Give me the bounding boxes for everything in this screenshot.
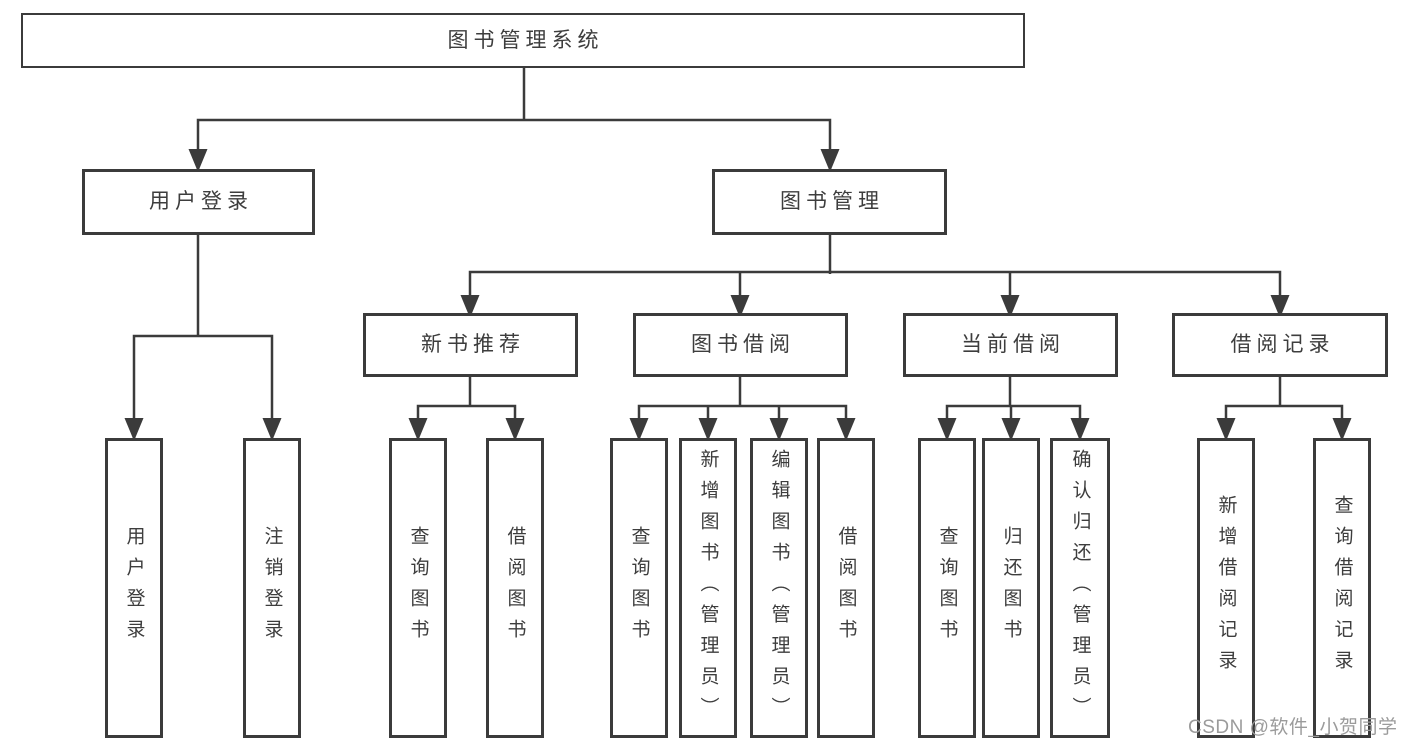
node-borrow-records-label: 借阅记录 <box>1230 333 1335 357</box>
leaf-confirm-return-admin-label: 确认归还（管理员） <box>1069 448 1091 728</box>
leaf-logout: 注销登录 <box>243 438 301 738</box>
leaf-query-books-current-label: 查询图书 <box>936 526 958 650</box>
leaf-query-books-borrow-label: 查询图书 <box>628 526 650 650</box>
node-library-system-label: 图书管理系统 <box>447 28 604 52</box>
node-user-login-label: 用户登录 <box>149 190 253 214</box>
node-book-borrow-label: 图书借阅 <box>691 333 795 357</box>
leaf-borrow-books: 借阅图书 <box>817 438 875 738</box>
leaf-query-books-current: 查询图书 <box>918 438 976 738</box>
leaf-borrow-books-recommend: 借阅图书 <box>486 438 544 738</box>
leaf-return-books: 归还图书 <box>982 438 1040 738</box>
node-book-borrow: 图书借阅 <box>633 313 848 377</box>
node-current-borrow: 当前借阅 <box>903 313 1118 377</box>
leaf-query-books-recommend: 查询图书 <box>389 438 447 738</box>
node-borrow-records: 借阅记录 <box>1172 313 1388 377</box>
leaf-confirm-return-admin: 确认归还（管理员） <box>1050 438 1110 738</box>
leaf-borrow-books-recommend-label: 借阅图书 <box>504 526 526 650</box>
leaf-add-books-admin: 新增图书（管理员） <box>679 438 737 738</box>
leaf-borrow-books-label: 借阅图书 <box>835 526 857 650</box>
node-current-borrow-label: 当前借阅 <box>961 333 1065 357</box>
leaf-edit-books-admin: 编辑图书（管理员） <box>750 438 808 738</box>
leaf-query-borrow-record-label: 查询借阅记录 <box>1331 495 1353 681</box>
leaf-return-books-label: 归还图书 <box>1000 526 1022 650</box>
node-new-book-recommend: 新书推荐 <box>363 313 578 377</box>
node-new-book-recommend-label: 新书推荐 <box>421 333 525 357</box>
leaf-add-borrow-record: 新增借阅记录 <box>1197 438 1255 738</box>
leaf-logout-label: 注销登录 <box>261 526 283 650</box>
leaf-query-borrow-record: 查询借阅记录 <box>1313 438 1371 738</box>
node-book-management-label: 图书管理 <box>780 190 884 214</box>
leaf-user-login: 用户登录 <box>105 438 163 738</box>
leaf-edit-books-admin-label: 编辑图书（管理员） <box>768 448 790 728</box>
node-user-login: 用户登录 <box>82 169 315 235</box>
leaf-add-books-admin-label: 新增图书（管理员） <box>697 448 719 728</box>
node-book-management: 图书管理 <box>712 169 947 235</box>
node-library-system: 图书管理系统 <box>21 13 1025 68</box>
csdn-watermark: CSDN @软件_小贺同学 <box>1188 717 1398 738</box>
leaf-user-login-label: 用户登录 <box>123 526 145 650</box>
leaf-query-books-recommend-label: 查询图书 <box>407 526 429 650</box>
arrowheads <box>124 149 1352 441</box>
leaf-add-borrow-record-label: 新增借阅记录 <box>1215 495 1237 681</box>
leaf-query-books-borrow: 查询图书 <box>610 438 668 738</box>
